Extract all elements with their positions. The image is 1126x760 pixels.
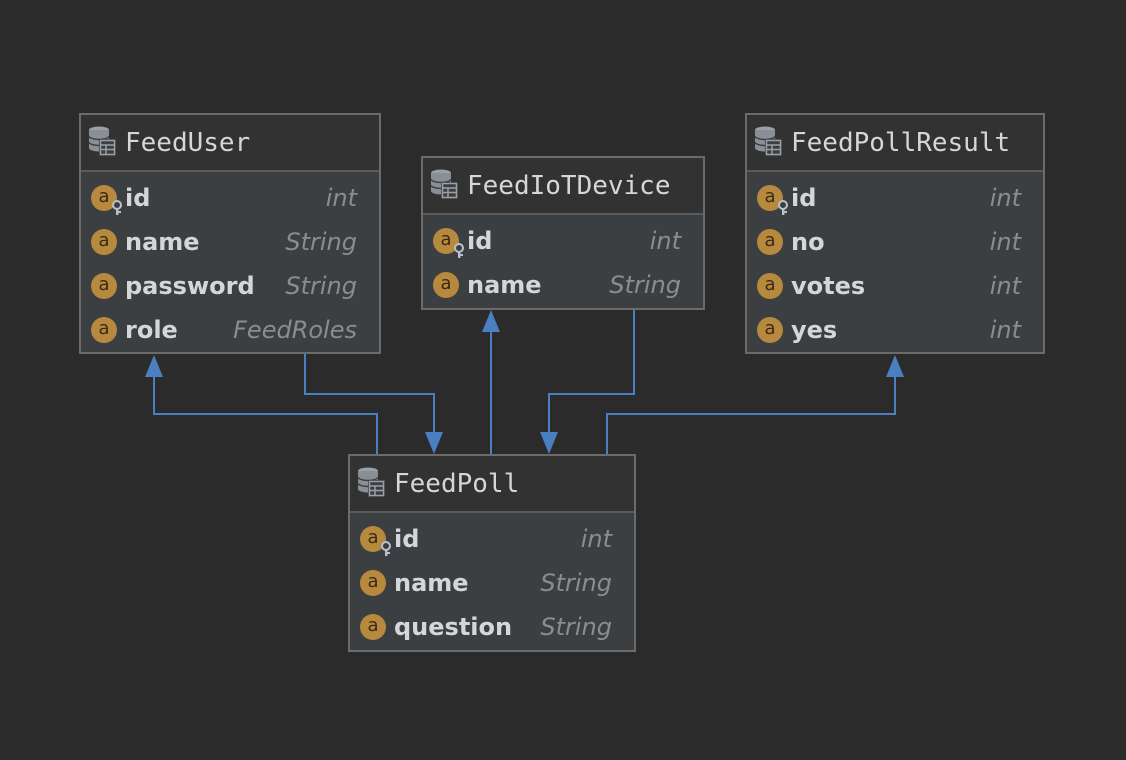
field-type: String [540,613,612,641]
entity-title: FeedPollResult [791,127,1011,158]
entity-header: FeedIoTDevice [423,158,703,215]
field-icon: a [360,570,386,596]
field-icon: a [757,229,783,255]
connector-feediotdevice-to-feedpoll [540,310,635,454]
connector-feedpoll-to-feediotdevice [482,310,500,455]
entity-title: FeedUser [125,127,251,158]
key-icon [379,540,393,556]
connector-feedpoll-to-feedpollresult [606,355,904,455]
field-type: int [325,184,357,212]
field-name: role [125,316,178,344]
entity-title: FeedPoll [394,468,520,499]
field-icon: a [91,273,117,299]
primary-key-field-icon: a [91,185,122,215]
field-name: id [791,184,817,212]
field-icon: a [757,317,783,343]
field-name: name [467,271,542,299]
primary-key-field-icon: a [360,526,391,556]
field-type: String [285,228,357,256]
field-icon: a [91,229,117,255]
entity-header: FeedPoll [350,456,634,513]
field-name: name [394,569,469,597]
field-type: String [540,569,612,597]
field-type: FeedRoles [233,316,357,344]
field-type: int [989,184,1021,212]
field-type: int [989,228,1021,256]
field-name: name [125,228,200,256]
connector-feedpoll-to-feeduser [145,355,378,455]
field-icon: a [91,317,117,343]
field-name: id [394,525,420,553]
primary-key-field-icon: a [433,228,464,258]
field-name: no [791,228,825,256]
entity-header: FeedUser [81,115,379,172]
field-type: int [649,227,681,255]
entity-header: FeedPollResult [747,115,1043,172]
field-row[interactable]: a question String [350,605,634,649]
field-name: password [125,272,255,300]
field-name: id [125,184,151,212]
connector-feeduser-to-feedpoll [304,353,443,454]
field-type: int [989,316,1021,344]
key-icon [452,242,466,258]
table-icon [87,125,117,161]
field-name: votes [791,272,866,300]
field-name: question [394,613,513,641]
table-icon [429,168,459,204]
field-type: String [285,272,357,300]
entity-title: FeedIoTDevice [467,170,671,201]
key-icon [776,199,790,215]
table-icon [356,466,386,502]
field-name: yes [791,316,838,344]
primary-key-field-icon: a [757,185,788,215]
field-type: int [989,272,1021,300]
field-type: int [580,525,612,553]
key-icon [110,199,124,215]
field-name: id [467,227,493,255]
field-icon: a [757,273,783,299]
field-icon: a [360,614,386,640]
field-icon: a [433,272,459,298]
field-row[interactable]: a password String [81,264,379,308]
table-icon [753,125,783,161]
field-type: String [609,271,681,299]
